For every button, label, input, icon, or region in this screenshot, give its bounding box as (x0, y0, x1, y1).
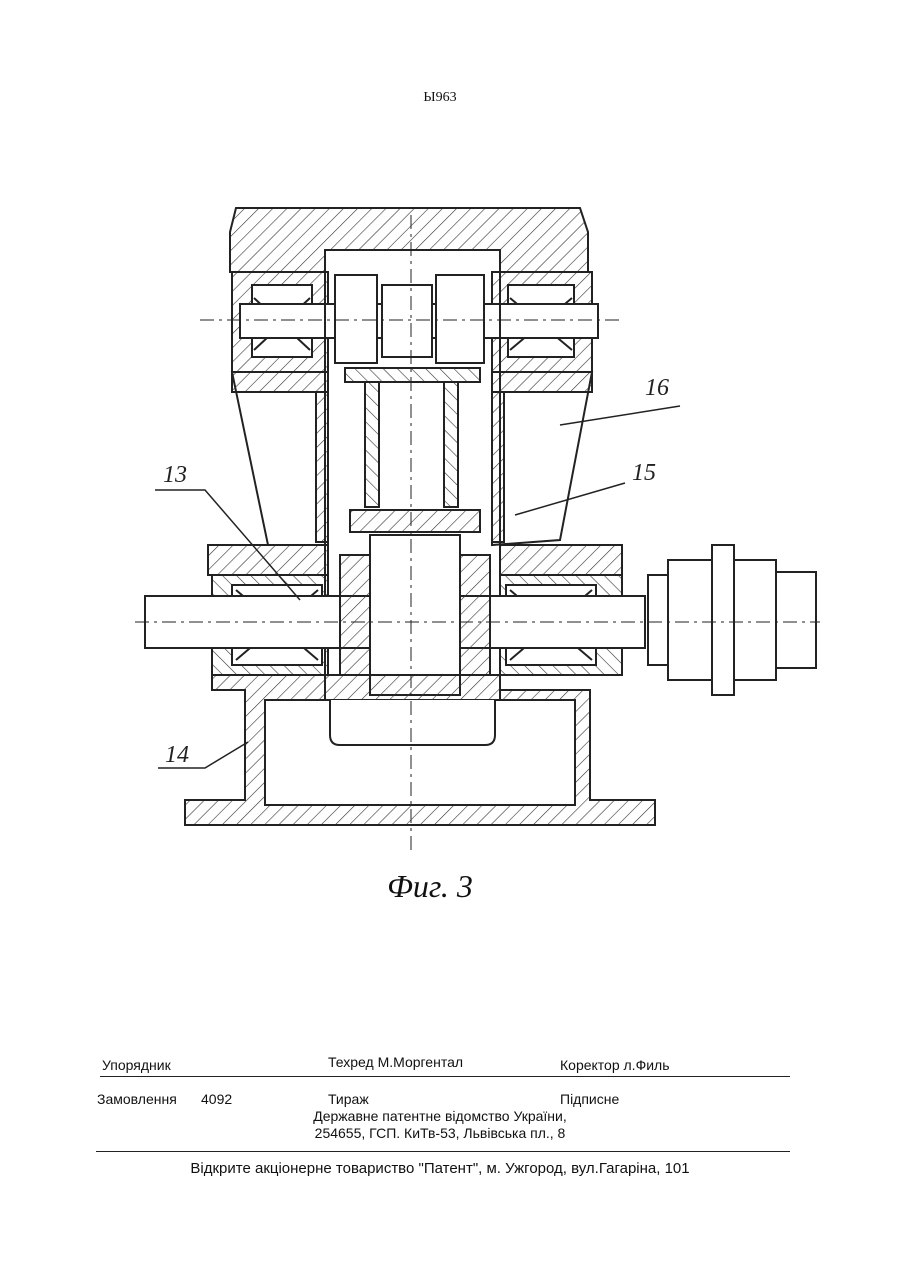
techred-line: Техред М.Моргентал (328, 1054, 463, 1070)
page-identifier: Ы963 (0, 90, 880, 106)
callout-15: 15 (632, 460, 656, 486)
circulation-label: Тираж (328, 1091, 369, 1107)
callout-14: 14 (165, 742, 189, 768)
order-number: 4092 (201, 1091, 232, 1107)
imprint-divider-bottom (96, 1151, 790, 1152)
publisher-line: Відкрите акціонерне товариство "Патент",… (0, 1160, 880, 1177)
imprint-divider-top (100, 1076, 790, 1077)
signed-label: Підписне (560, 1091, 619, 1107)
figure-caption: Фиг. 3 (0, 868, 860, 905)
patent-office-name: Державне патентне відомство України, (0, 1108, 880, 1124)
callout-16: 16 (645, 375, 669, 401)
gearbox-cross-section-drawing: 13 14 15 16 (130, 190, 830, 860)
callout-13: 13 (163, 462, 187, 488)
compiler-label: Упорядник (102, 1057, 171, 1073)
order-label: Замовлення (97, 1091, 177, 1107)
corrector-line: Коректор л.Филь (560, 1057, 670, 1073)
patent-office-address: 254655, ГСП. КиТв-53, Львівська пл., 8 (0, 1125, 880, 1141)
